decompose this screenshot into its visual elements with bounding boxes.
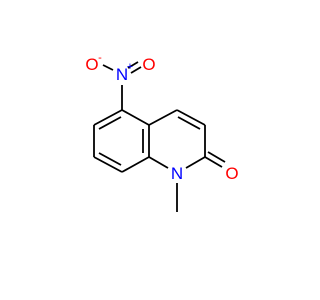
atom-nitro-o-right: O <box>142 55 155 74</box>
atom-nitro-n-charge: + <box>127 61 133 73</box>
bond-nitro-n-o-right-double <box>127 61 139 69</box>
atom-labels: O - N + O N O <box>85 52 238 183</box>
atom-nitro-o-left-charge: - <box>98 52 102 64</box>
bond-c2-o-double <box>207 151 226 163</box>
bond-c8-c7 <box>93 156 123 173</box>
bond-c2-o <box>204 156 223 168</box>
bond-c8-c7-inner <box>98 152 122 166</box>
bond-lines <box>93 61 226 212</box>
bond-c2-n1 <box>185 156 206 169</box>
bond-nitro-n-o-left <box>102 64 114 71</box>
bond-c6-c5-inner <box>98 116 122 130</box>
bond-c8a-c8 <box>121 156 150 173</box>
bond-c4-c3 <box>176 109 206 126</box>
bond-c4a-c4 <box>148 109 178 126</box>
bond-c5-c4a <box>121 109 150 126</box>
atom-carbonyl-o: O <box>225 164 238 183</box>
molecule-diagram: O - N + O N O <box>85 52 239 212</box>
atom-nitro-n: N <box>116 65 128 84</box>
bond-c4-c3-inner <box>177 116 201 130</box>
bond-nitro-n-o-right <box>130 66 142 74</box>
atom-nitro-o-left: O <box>85 55 98 74</box>
bond-n1-c8a <box>148 156 169 169</box>
bond-c6-c5 <box>93 109 123 126</box>
atom-ring-n: N <box>171 164 183 183</box>
